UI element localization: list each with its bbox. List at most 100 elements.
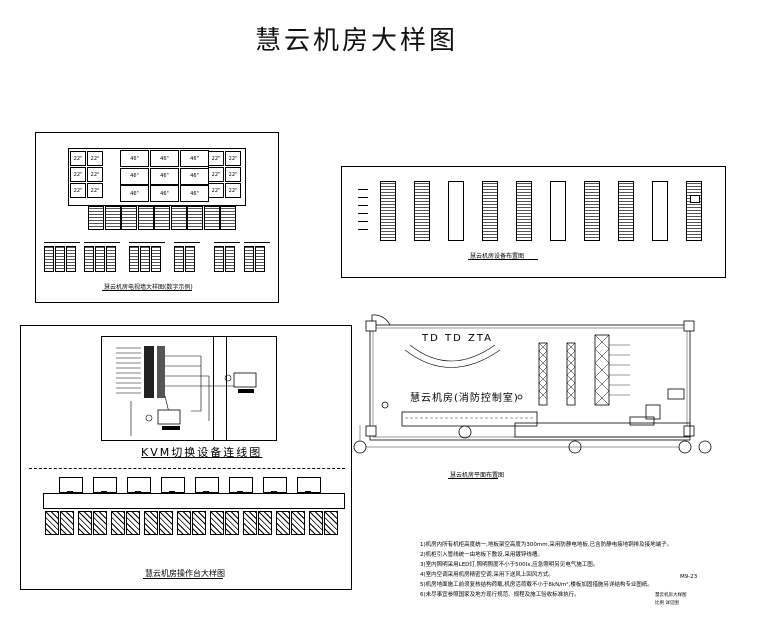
rack-cabinet xyxy=(380,181,396,241)
rack-cabinet xyxy=(482,181,498,241)
note-line: 3)室内照明采用LED灯,照明照度不小于500lx,应急照明另见电气施工图。 xyxy=(420,562,599,568)
console-door xyxy=(258,511,272,535)
wall-cabinet xyxy=(203,206,220,230)
small-screen: 22" xyxy=(70,167,86,182)
rack-cabinet xyxy=(448,181,464,241)
console-monitor-stand xyxy=(135,491,141,493)
elevation-rack xyxy=(44,246,54,272)
console-door xyxy=(78,511,92,535)
elevation-group xyxy=(84,240,120,274)
wall-cabinet xyxy=(121,206,137,230)
console-door xyxy=(225,511,239,535)
elevation-rack xyxy=(214,246,224,272)
console-monitor-stand xyxy=(271,491,277,493)
wall-cabinet xyxy=(154,206,170,230)
console-monitor-stand xyxy=(203,491,209,493)
drawing-title: 慧云机房大样图 xyxy=(255,26,459,56)
room-label: 慧云机房(消防控制室) xyxy=(410,393,519,404)
console-monitor-stand xyxy=(305,491,311,493)
elevation-rack xyxy=(255,246,265,272)
elevation-top-line xyxy=(244,242,270,243)
elevation-rack xyxy=(129,246,139,272)
small-screen: 22" xyxy=(70,183,86,198)
floor-plan-caption: 慧云机房平面布置图 xyxy=(450,472,505,479)
stamp-line-2: 比例 详见图 xyxy=(655,601,679,606)
console-desktop xyxy=(43,493,345,509)
small-screen: 22" xyxy=(87,183,103,198)
small-screen: 22" xyxy=(87,151,103,166)
large-screen: 46" xyxy=(150,167,179,185)
elevation-rack xyxy=(95,246,105,272)
wall-cabinet xyxy=(137,206,154,230)
rack-label-tick xyxy=(358,197,368,198)
console-cabinet-doors xyxy=(43,507,343,537)
small-screen: 22" xyxy=(225,167,241,182)
wall-cabinet xyxy=(104,206,121,230)
video-wall-caption: 慧云机房电视墙大样图(数字示例) xyxy=(104,284,193,291)
rack-cabinet xyxy=(686,181,702,241)
note-line: 6)未尽事宜参照国家及地方现行规范、规程及施工验收标准执行。 xyxy=(420,592,580,598)
console-monitor-stand xyxy=(237,491,243,493)
console-label: TD TD ZTA xyxy=(422,333,493,344)
elevation-rack xyxy=(140,246,150,272)
elevation-top-line xyxy=(174,242,200,243)
large-screen: 46" xyxy=(180,150,209,167)
note-line: 5)机房地面施工前须复核结构荷载,机房活荷载不小于8kN/m²,楼板加固措施另详… xyxy=(420,582,653,588)
console-door xyxy=(144,511,158,535)
console-door xyxy=(111,511,125,535)
elevation-rack xyxy=(185,246,195,272)
dimension-line xyxy=(29,468,345,469)
console-monitor-stand xyxy=(169,491,175,493)
elevation-top-line xyxy=(129,242,165,243)
console-door xyxy=(324,511,338,535)
large-screen: 46" xyxy=(150,150,179,167)
console-elevation xyxy=(29,471,351,537)
large-screen: 46" xyxy=(120,167,149,185)
wall-cabinet xyxy=(170,206,187,230)
note-line: 4)室内空调采用机房精密空调,采用下送风上回风方式。 xyxy=(420,572,554,578)
elevation-group xyxy=(174,240,200,274)
kvm-wiring-box xyxy=(101,336,227,441)
elevation-group xyxy=(129,240,165,274)
elevation-details xyxy=(44,240,272,274)
wall-cabinet xyxy=(88,206,104,230)
rack-label-tick xyxy=(358,189,368,190)
console-door xyxy=(159,511,173,535)
floor-plan-drawing xyxy=(353,314,712,454)
rack-label-tick xyxy=(358,205,368,206)
kvm-terminal-box xyxy=(213,336,277,441)
small-screen: 22" xyxy=(225,151,241,166)
large-screen-grid: 46"46"46"46"46"46"46"46"46" xyxy=(120,150,210,203)
large-screen: 46" xyxy=(150,185,179,203)
elevation-top-line xyxy=(84,242,120,243)
small-screen: 22" xyxy=(208,167,224,182)
console-door xyxy=(45,511,59,535)
rack-panel: 慧云机房设备布置图 xyxy=(341,166,726,278)
kvm-console-panel: KVM切换设备连线图 慧云机房操作台大样图 xyxy=(20,325,352,590)
kvm-wiring-diagram xyxy=(116,346,257,436)
elevation-rack xyxy=(55,246,65,272)
elevation-group xyxy=(44,240,80,274)
console-door xyxy=(60,511,74,535)
elevation-rack xyxy=(151,246,161,272)
large-screen: 46" xyxy=(180,167,209,185)
console-door xyxy=(192,511,206,535)
floor-plan: TD TD ZTA 慧云机房(消防控制室) 慧云机房平面布置图 xyxy=(350,305,712,480)
rack-display xyxy=(690,195,700,203)
small-screen: 22" xyxy=(87,167,103,182)
console-door xyxy=(126,511,140,535)
small-screen: 22" xyxy=(70,151,86,166)
wall-cabinet xyxy=(187,206,203,230)
elevation-rack xyxy=(84,246,94,272)
sheet-number: M9-23 xyxy=(680,574,698,580)
rack-cabinet xyxy=(516,181,532,241)
console-door xyxy=(309,511,323,535)
rack-label-tick xyxy=(358,221,368,222)
rack-caption: 慧云机房设备布置图 xyxy=(470,253,525,260)
console-monitor-stand xyxy=(67,491,73,493)
console-door xyxy=(177,511,191,535)
large-screen: 46" xyxy=(180,185,209,203)
caption-underline xyxy=(143,578,223,579)
small-screen: 22" xyxy=(208,151,224,166)
video-wall-frame xyxy=(68,148,246,206)
